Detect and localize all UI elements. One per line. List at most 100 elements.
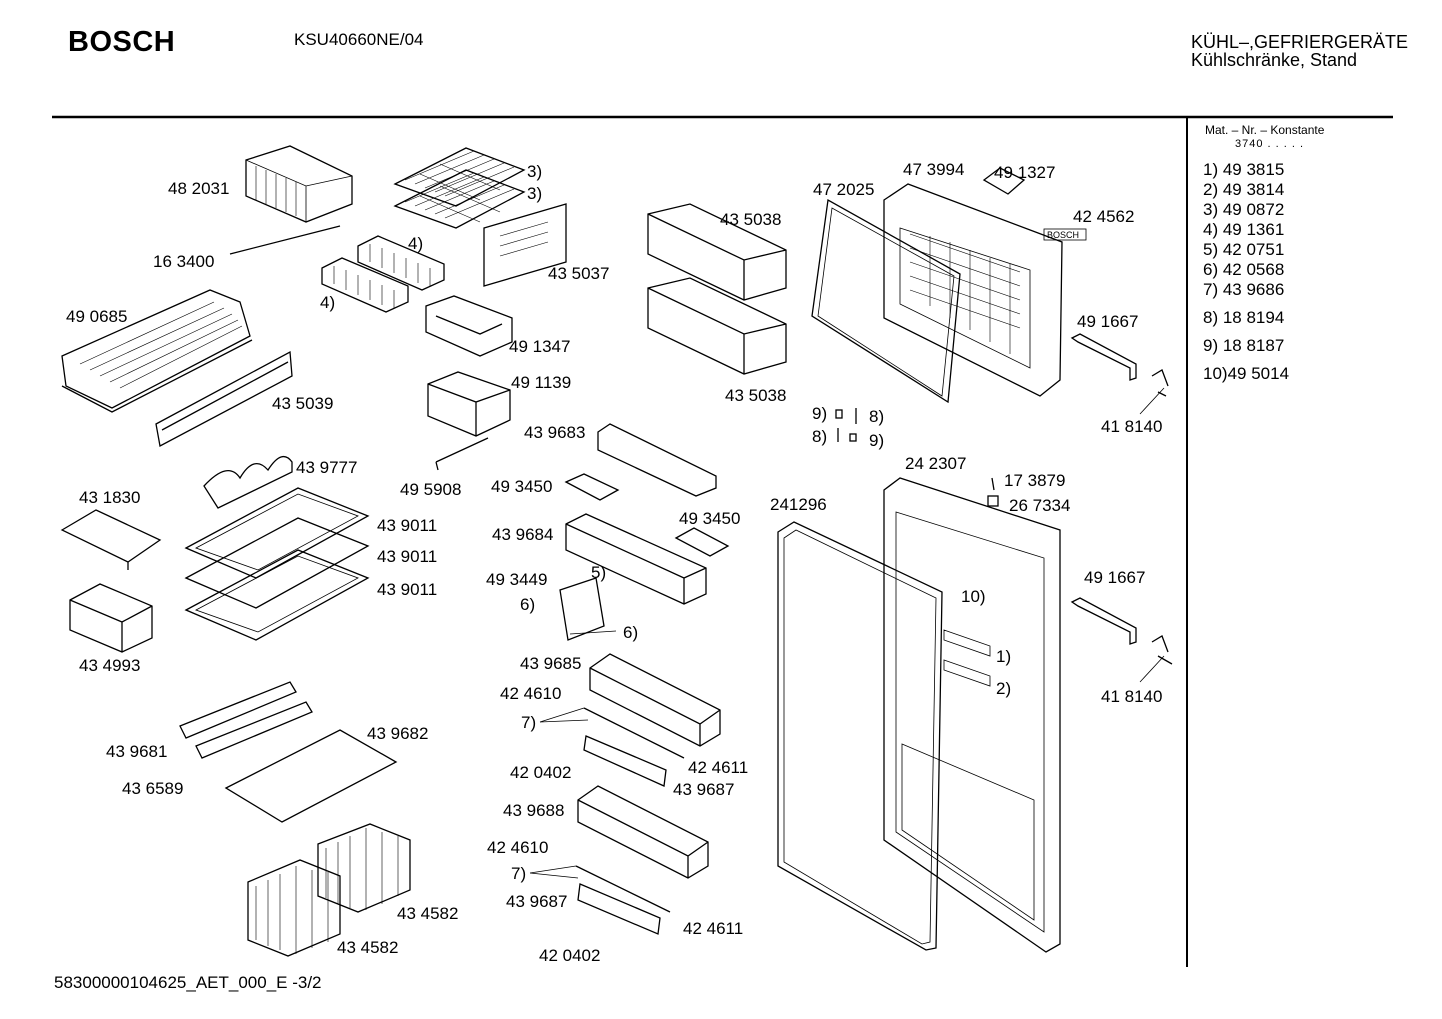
label-42-0402b: 42 0402	[539, 946, 600, 965]
label-24-2307: 24 2307	[905, 454, 966, 473]
document-id: 58300000104625_AET_000_E -3/2	[54, 973, 322, 992]
label-49-1667a: 49 1667	[1077, 312, 1138, 331]
label-47-2025: 47 2025	[813, 180, 874, 199]
freezer-door-drawing	[883, 183, 1063, 397]
material-item-4: 4) 49 1361	[1203, 220, 1285, 239]
label-49-5908: 49 5908	[400, 480, 461, 499]
trim-upper-drawing	[583, 707, 685, 759]
ice-grid-drawing	[393, 147, 526, 229]
door-shelf-drawing	[597, 423, 717, 497]
small-container-drawing	[427, 371, 511, 437]
label-3b: 3)	[527, 184, 542, 203]
label-17-3879: 17 3879	[1004, 471, 1065, 490]
label-41-8140a: 41 8140	[1101, 417, 1162, 436]
clip-drawing	[435, 437, 489, 471]
crisper-drawer-drawing	[61, 289, 253, 413]
label-42-4610a: 42 4610	[500, 684, 561, 703]
trim-panel-lower-drawing	[577, 883, 661, 935]
egg-tray-a-drawing	[564, 473, 620, 501]
leader-lines	[529, 630, 617, 879]
label-241296: 241296	[770, 495, 827, 514]
label-43-1830: 43 1830	[79, 488, 140, 507]
label-43-9685: 43 9685	[520, 654, 581, 673]
material-item-7: 7) 43 9686	[1203, 280, 1285, 299]
label-49-1327: 49 1327	[994, 163, 1055, 182]
material-item-10: 10)49 5014	[1203, 364, 1290, 383]
door-rack-lower-drawing	[577, 785, 709, 879]
freezer-door-seal-drawing	[811, 198, 961, 404]
label-4a: 4)	[408, 234, 423, 253]
label-43-5037: 43 5037	[548, 264, 609, 283]
material-item-9: 9) 18 8187	[1203, 336, 1285, 355]
material-item-6: 6) 42 0568	[1203, 260, 1285, 279]
label-5: 5)	[591, 563, 606, 582]
label-43-9688: 43 9688	[503, 801, 564, 820]
label-49-0685: 49 0685	[66, 307, 127, 326]
label-47-3994: 47 3994	[903, 160, 964, 179]
label-26-7334: 26 7334	[1009, 496, 1070, 515]
label-7a: 7)	[521, 713, 536, 732]
mat-constant: 3740 . . . . .	[1235, 138, 1305, 150]
handle-upper-drawing	[1070, 333, 1137, 381]
label-43-9684: 43 9684	[492, 525, 553, 544]
screw-set-drawing	[835, 408, 999, 507]
label-43-5038b: 43 5038	[725, 386, 786, 405]
material-item-1: 1) 49 3815	[1203, 160, 1285, 179]
category-title: KÜHL–,GEFRIERGERÄTE Kühlschränke, Stand	[1191, 33, 1408, 69]
label-9a: 9)	[812, 404, 827, 423]
handle-cover-drawing	[982, 167, 1026, 195]
glass-shelves-drawing	[184, 487, 370, 641]
label-43-9687b: 43 9687	[506, 892, 567, 911]
strip-top-drawing	[179, 681, 297, 739]
door-rack-upper-drawing	[589, 653, 721, 747]
bottle-rack-drawing	[203, 455, 293, 509]
label-42-4562: 42 4562	[1073, 207, 1134, 226]
label-7b: 7)	[511, 864, 526, 883]
label-43-9687a: 43 9687	[673, 780, 734, 799]
label-43-5039: 43 5039	[272, 394, 333, 413]
label-48-2031: 48 2031	[168, 179, 229, 198]
label-49-1667b: 49 1667	[1084, 568, 1145, 587]
part-labels: 48 2031 16 3400 3) 3) 4) 4) 43 5037 49 0…	[66, 160, 1162, 965]
egg-tray-b-drawing	[674, 527, 730, 557]
label-43-4993: 43 4993	[79, 656, 140, 675]
trim-panel-upper-drawing	[583, 735, 667, 787]
model-number: KSU40660NE/04	[294, 30, 424, 49]
butter-lid-drawing	[559, 577, 605, 641]
label-43-9011a: 43 9011	[377, 516, 437, 535]
brand-logo: BOSCH	[68, 26, 176, 58]
door-bin-lower-drawing	[647, 277, 787, 375]
label-43-9011b: 43 9011	[377, 547, 437, 566]
mat-header: Mat. – Nr. – Konstante	[1205, 123, 1325, 137]
label-8b: 8)	[812, 427, 827, 446]
label-42-4611a: 42 4611	[688, 758, 748, 777]
label-43-4582b: 43 4582	[337, 938, 398, 957]
label-8a: 8)	[869, 407, 884, 426]
label-42-0402a: 42 0402	[510, 763, 571, 782]
label-43-9011c: 43 9011	[377, 580, 437, 599]
material-item-8: 8) 18 8194	[1203, 308, 1285, 327]
label-43-9777: 43 9777	[296, 458, 357, 477]
material-number-list: Mat. – Nr. – Konstante 3740 . . . . . 1)…	[1203, 123, 1324, 384]
label-43-6589: 43 6589	[122, 779, 183, 798]
small-shelf-drawing	[60, 509, 162, 570]
butter-compartment-drawing	[565, 513, 707, 605]
material-items: 1) 49 3815 2) 49 3814 3) 49 0872 4) 49 1…	[1203, 160, 1324, 384]
label-43-9683: 43 9683	[524, 423, 585, 442]
door-badge-text: BOSCH	[1047, 230, 1079, 240]
label-43-9682: 43 9682	[367, 724, 428, 743]
material-item-2: 2) 49 3814	[1203, 180, 1285, 199]
door-badge-drawing	[1043, 228, 1087, 241]
label-9b: 9)	[869, 431, 884, 450]
label-49-3449: 49 3449	[486, 570, 547, 589]
label-1: 1)	[996, 647, 1011, 666]
label-43-4582a: 43 4582	[397, 904, 458, 923]
label-49-1139: 49 1139	[511, 373, 571, 392]
label-6b: 6)	[623, 623, 638, 642]
trim-lower-drawing	[575, 865, 671, 913]
label-49-3450a: 49 3450	[491, 477, 552, 496]
label-43-5038a: 43 5038	[720, 210, 781, 229]
crisper-bins-drawing	[247, 823, 411, 957]
rod-drawing	[229, 225, 341, 255]
